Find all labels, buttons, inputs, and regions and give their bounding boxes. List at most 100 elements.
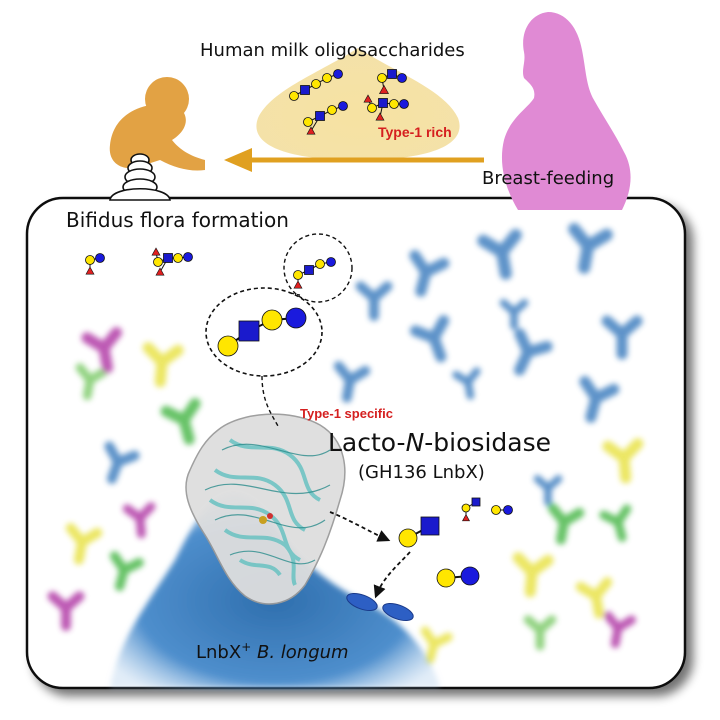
y-antibody-icon [568, 223, 613, 274]
glycan-product-lnb [398, 516, 440, 548]
glcnac-square-icon [163, 253, 173, 263]
y-antibody-icon [547, 503, 585, 545]
fucose-triangle-icon [85, 266, 95, 275]
y-antibody-icon [355, 281, 393, 321]
y-antibody-icon [142, 342, 184, 388]
breast-feeding-label: Breast-feeding [482, 168, 615, 189]
transporter-icon [346, 592, 414, 622]
glycan-milk-1 [289, 69, 343, 101]
y-antibody-icon [512, 552, 554, 598]
galactose-circle-icon [217, 335, 239, 357]
glcnac-square-icon [238, 320, 260, 342]
glucose-circle-icon [95, 253, 105, 263]
bacterium-sup: + [241, 640, 252, 654]
glycan-product-small-2 [491, 505, 513, 515]
galactose-circle-icon [327, 105, 337, 115]
glcnac-square-icon [387, 69, 397, 79]
y-antibody-icon [160, 398, 201, 445]
y-antibody-icon [65, 523, 103, 565]
galactose-circle-icon [289, 91, 299, 101]
y-antibody-icon [409, 315, 450, 363]
galactose-circle-icon [377, 73, 387, 83]
enzyme-name: Lacto-N-biosidase [328, 428, 551, 457]
y-antibody-icon [575, 577, 613, 619]
glcnac-square-icon [315, 111, 325, 121]
galactose-circle-icon [293, 270, 303, 280]
dashed-connector [261, 375, 279, 427]
glucose-circle-icon [338, 101, 348, 111]
bacterium-prefix: LnbX [196, 642, 242, 663]
bacterium-label: LnbX+ B. longum [196, 640, 349, 663]
y-antibody-icon [81, 327, 123, 374]
glcnac-square-icon [420, 516, 440, 536]
galactose-circle-icon [436, 568, 456, 588]
y-antibody-icon [47, 591, 85, 631]
y-antibody-icon [499, 299, 529, 330]
diaper-icon [109, 153, 171, 201]
fucose-triangle-icon [155, 267, 165, 276]
glucose-circle-icon [503, 505, 513, 515]
antibody-field [47, 223, 644, 664]
fucose-triangle-icon [363, 94, 373, 103]
glycan-zoom-large [217, 307, 307, 357]
glycan-box-1 [85, 253, 105, 275]
hmo-title: Human milk oligosaccharides [200, 40, 465, 61]
y-antibody-icon [452, 367, 481, 400]
y-antibody-icon [109, 551, 144, 592]
glycan-product-small-1 [461, 497, 481, 522]
fucose-triangle-icon [293, 280, 303, 289]
glucose-circle-icon [326, 257, 336, 267]
glucose-circle-icon [397, 73, 407, 83]
galactose-circle-icon [389, 99, 399, 109]
glycan-milk-2 [377, 69, 407, 94]
y-antibody-icon [122, 502, 156, 539]
y-antibody-icon [533, 475, 563, 506]
glucose-circle-icon [183, 252, 193, 262]
protein-structure-icon [185, 413, 346, 605]
zoom-small-circle [283, 233, 353, 303]
galactose-circle-icon [261, 309, 283, 331]
y-antibody-icon [603, 611, 637, 649]
feeding-arrow-icon [224, 148, 484, 172]
y-antibody-icon [514, 328, 553, 376]
y-antibody-icon [601, 315, 643, 360]
enzyme-name-a: Lacto- [328, 428, 406, 457]
type1-specific-label: Type-1 specific [300, 406, 393, 421]
y-antibody-icon [523, 615, 557, 651]
bifidus-flora-label: Bifidus flora formation [66, 208, 289, 232]
uptake-arrow [373, 551, 411, 599]
galactose-circle-icon [491, 505, 501, 515]
glycan-milk-4 [363, 94, 409, 121]
y-antibody-icon [75, 363, 109, 401]
bacterium-species: B. longum [251, 642, 349, 663]
fucose-triangle-icon [378, 84, 390, 94]
enzyme-name-b: -biosidase [424, 428, 551, 457]
galactose-circle-icon [461, 503, 471, 513]
glycan-zoom-small [293, 257, 336, 289]
galactose-circle-icon [173, 253, 183, 263]
glucose-circle-icon [333, 69, 343, 79]
cleavage-arrow [329, 511, 391, 542]
baby-icon [109, 77, 205, 180]
fucose-triangle-icon [306, 126, 316, 135]
galactose-circle-icon [322, 73, 332, 83]
galactose-circle-icon [398, 528, 418, 548]
zoom-link-line [289, 292, 301, 296]
y-antibody-icon [477, 229, 522, 280]
y-antibody-icon [104, 441, 140, 484]
fucose-triangle-icon [151, 247, 161, 256]
galactose-circle-icon [85, 255, 95, 265]
fucose-triangle-icon [461, 513, 471, 522]
galactose-circle-icon [311, 79, 321, 89]
zoom-large-circle [205, 287, 323, 377]
galactose-circle-icon [367, 103, 377, 113]
galactose-circle-icon [315, 259, 325, 269]
enzyme-name-n: N [405, 428, 425, 457]
glycan-milk-3 [303, 101, 348, 135]
enzyme-subtitle: (GH136 LnbX) [358, 462, 485, 483]
glycan-product-lactose [436, 566, 480, 588]
glucose-circle-icon [399, 99, 409, 109]
glcnac-square-icon [300, 85, 310, 95]
